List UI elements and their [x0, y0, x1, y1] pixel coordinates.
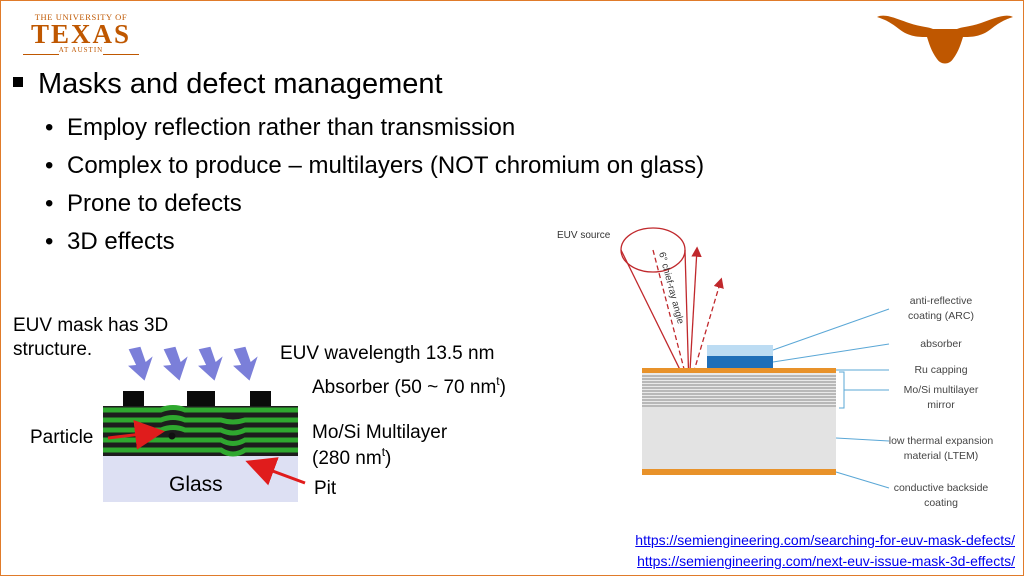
logo-line1: THE UNIVERSITY OF — [34, 12, 128, 22]
ru-capping-layer — [642, 368, 836, 373]
sub-bullet-4: •3D effects — [45, 228, 175, 255]
reflected-ray-1 — [688, 246, 702, 389]
callout-lines — [772, 308, 890, 489]
cone-edge-left — [620, 249, 690, 389]
euv-incident-arrows — [128, 346, 258, 381]
reference-link-2[interactable]: https://semiengineering.com/next-euv-iss… — [637, 553, 1015, 569]
mosi-label-line1: Mo/Si multilayer — [904, 384, 979, 396]
arc-label-line1: anti-reflective — [910, 295, 973, 307]
backside-coating-layer — [642, 469, 836, 475]
main-bullet-text: Masks and defect management — [38, 68, 443, 100]
main-bullet: Masks and defect management — [13, 68, 443, 101]
reference-link-1[interactable]: https://semiengineering.com/searching-fo… — [635, 532, 1015, 548]
particle-label: Particle — [30, 427, 93, 448]
multilayer-bracket — [839, 371, 845, 409]
sub-bullet-2: •Complex to produce – multilayers (NOT c… — [45, 152, 705, 179]
euv-mask-cross-section-figure: EUV source 6° chief-ray angle — [557, 227, 994, 509]
logo-rule-left — [23, 54, 59, 55]
arc-label-line2: coating (ARC) — [908, 310, 974, 322]
mo-si-multilayer — [103, 405, 298, 457]
pit-label: Pit — [314, 478, 337, 499]
absorber-blocks — [123, 391, 271, 406]
euv-mask-3d-figure: EUV mask has 3D structure. Glass — [13, 315, 506, 502]
backside-label-line2: coating — [924, 497, 958, 509]
absorber-layer — [707, 356, 773, 368]
cone-edge-right — [684, 249, 690, 389]
absorber-label: absorber — [920, 338, 962, 350]
ltem-substrate — [642, 407, 836, 469]
particle-arrow — [107, 419, 165, 450]
backside-label-line1: conductive backside — [894, 482, 989, 494]
pit-arrow — [245, 457, 306, 486]
logo-line2: TEXAS — [30, 19, 132, 49]
absorber-label: Absorber (50 ~ 70 nmt) — [312, 374, 506, 398]
chief-ray-angle-label: 6° chief-ray angle — [656, 251, 686, 325]
euv-wavelength-label: EUV wavelength 13.5 nm — [280, 343, 494, 364]
mo-si-multilayer-mirror — [642, 373, 836, 407]
multilayer-label-line1: Mo/Si Multilayer — [312, 422, 448, 443]
longhorn-icon — [877, 15, 1013, 64]
arc-layer — [707, 345, 773, 356]
euv-source-label: EUV source — [557, 230, 611, 241]
ltem-label-line2: material (LTEM) — [904, 450, 978, 462]
particle-defect — [168, 432, 176, 440]
mask-title-line1: EUV mask has 3D — [13, 315, 168, 336]
ut-austin-logo: THE UNIVERSITY OF TEXAS AT AUSTIN — [19, 12, 143, 60]
multilayer-label-line2: (280 nmt) — [312, 445, 391, 469]
sub-bullet-1: •Employ reflection rather than transmiss… — [45, 114, 516, 141]
sub-bullet-3: •Prone to defects — [45, 190, 242, 217]
logo-rule-right — [103, 54, 139, 55]
logo-line3: AT AUSTIN — [58, 46, 104, 54]
mask-title-line2: structure. — [13, 339, 92, 360]
mosi-label-line2: mirror — [927, 399, 955, 411]
glass-label: Glass — [169, 473, 223, 496]
square-bullet-icon — [13, 77, 23, 88]
ltem-label-line1: low thermal expansion — [889, 435, 994, 447]
ru-capping-label: Ru capping — [914, 364, 967, 376]
